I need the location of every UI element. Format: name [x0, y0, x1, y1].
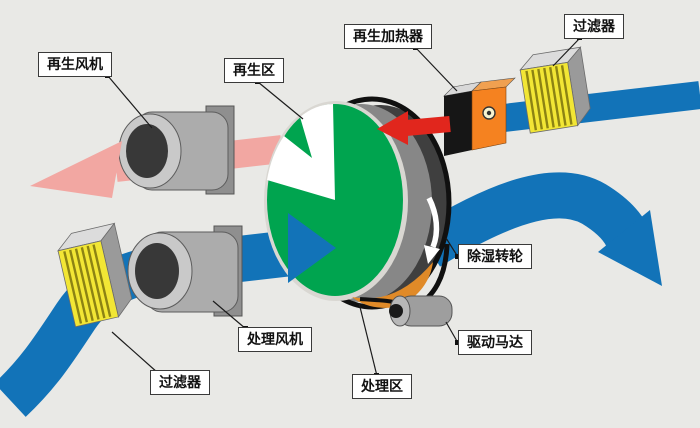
hot-air-arrowhead [377, 111, 408, 145]
process-outlet-arrowhead [598, 210, 662, 286]
heater-front-face [444, 91, 472, 156]
label-regen-zone: 再生区 [224, 58, 284, 83]
rotation-arrowhead [424, 245, 440, 264]
regen-fan-opening [126, 124, 168, 178]
leader-filter-top [552, 37, 581, 67]
label-drive-motor: 驱动马达 [458, 330, 532, 355]
regen-exhaust-arrowhead [30, 141, 122, 198]
process-fan-opening [135, 243, 179, 299]
label-filter-top: 过滤器 [564, 14, 624, 39]
heater-indicator-dot [486, 110, 492, 116]
hot-air-band [405, 116, 451, 136]
regen-fan [118, 105, 235, 195]
label-process-fan: 处理风机 [238, 327, 312, 352]
filter-top [519, 46, 591, 134]
motor-pulley [389, 304, 403, 318]
label-regen-heater: 再生加热器 [344, 24, 432, 49]
process-outlet-air-band [415, 172, 648, 267]
leader-filter-bottom [111, 331, 159, 374]
label-filter-bottom: 过滤器 [150, 370, 210, 395]
leader-process-fan [212, 300, 247, 330]
rotation-arrow-shaft [426, 196, 440, 249]
drive-motor [389, 295, 453, 327]
label-process-zone: 处理区 [352, 374, 412, 399]
leader-lines [107, 37, 581, 377]
label-desiccant-wheel: 除湿转轮 [458, 244, 532, 269]
leader-process-zone [358, 302, 378, 377]
leader-wheel [445, 237, 459, 258]
leader-motor [445, 321, 459, 344]
leader-square [455, 254, 460, 259]
filter-bottom [57, 222, 133, 328]
leader-regen-heater [415, 47, 458, 92]
leader-square [455, 340, 460, 345]
regen-heater [443, 77, 516, 156]
process-fan [127, 225, 243, 317]
regen-sector-wedge [267, 104, 335, 200]
filter-top-pleats [525, 65, 573, 131]
leader-regen-fan [107, 75, 153, 129]
label-regen-fan: 再生风机 [38, 52, 112, 77]
leader-regen-zone [257, 81, 304, 120]
process-air-arrowhead [288, 213, 336, 283]
filter-bottom-pleats [63, 244, 112, 324]
